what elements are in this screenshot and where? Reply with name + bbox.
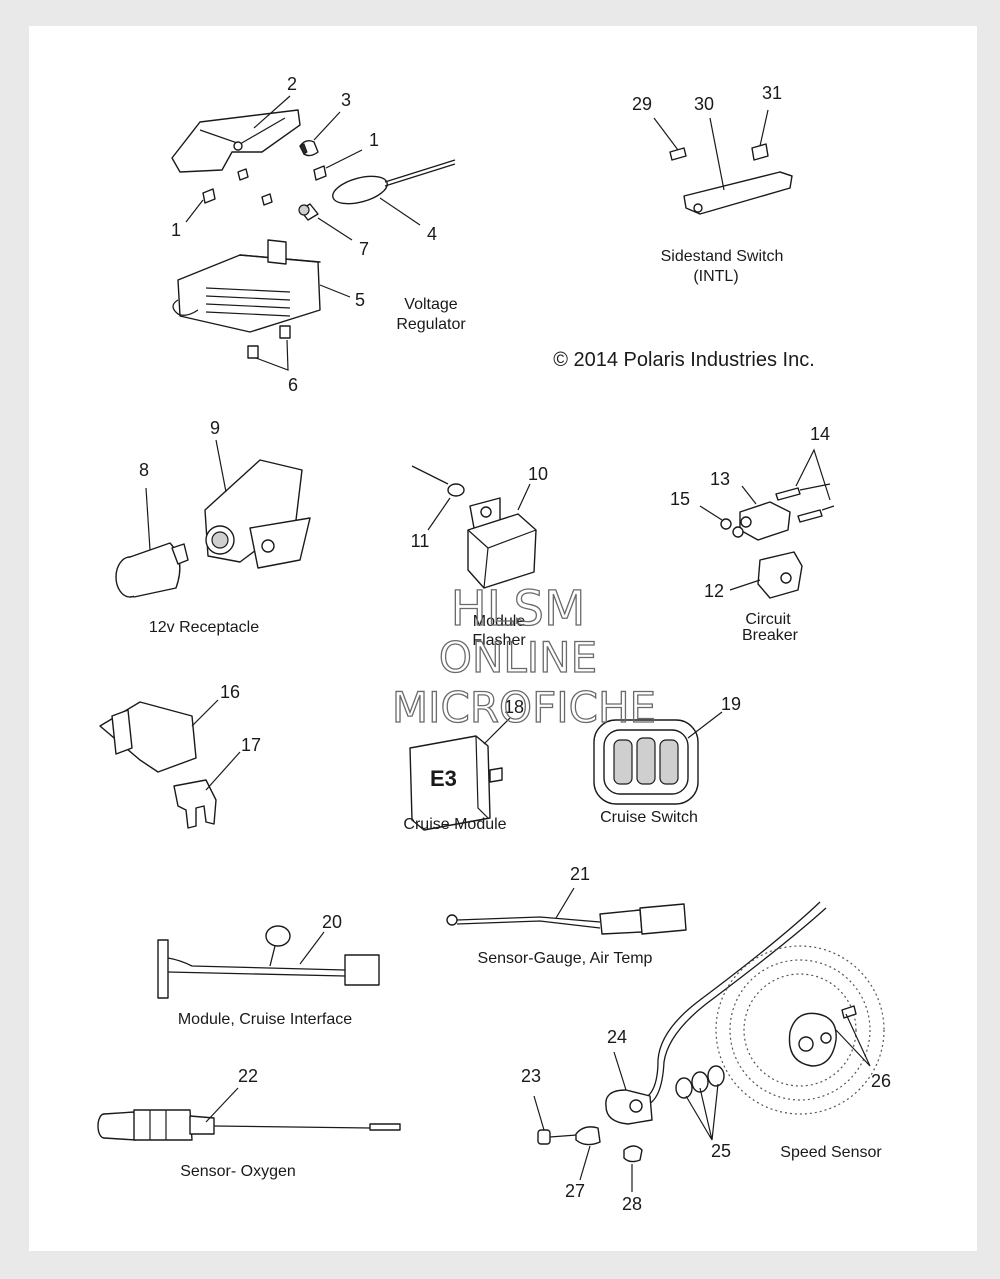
caption-sensor-oxygen: Sensor- Oxygen (180, 1163, 296, 1180)
callout-7: 7 (359, 239, 369, 259)
caption-sidestand-switch-line2: (INTL) (693, 268, 738, 285)
caption-speed-sensor: Speed Sensor (780, 1144, 882, 1161)
callout-28: 28 (622, 1194, 642, 1214)
callout-20: 20 (322, 912, 342, 932)
watermark-line3: MICROFICHE (392, 683, 656, 732)
callout-30: 30 (694, 94, 714, 114)
callout-8: 8 (139, 460, 149, 480)
cruise-module-part-18: E3 (409, 717, 511, 831)
copyright-notice: © 2014 Polaris Industries Inc. (553, 349, 815, 371)
watermark-line2: ONLINE (439, 633, 597, 682)
caption-circuit-breaker-line1: Circuit (745, 611, 791, 628)
caption-module-flasher-line2: Flasher (472, 632, 526, 649)
wire-part-11 (411, 465, 465, 531)
callout-25: 25 (711, 1141, 731, 1161)
callout-5: 5 (355, 290, 365, 310)
callout-21: 21 (570, 864, 590, 884)
cap-part-31 (751, 109, 769, 161)
callout-6: 6 (288, 375, 298, 395)
callout-1-lower: 1 (171, 220, 181, 240)
caption-voltage-regulator-line2: Regulator (396, 316, 466, 333)
sensor-part-24 (605, 1051, 653, 1125)
screw-part-29 (653, 117, 687, 161)
caption-cruise-module: Cruise Module (403, 816, 506, 833)
screw-part-1-lower (185, 188, 216, 223)
oxygen-sensor-part-22 (97, 1087, 401, 1141)
callout-3: 3 (341, 90, 351, 110)
caption-12v-receptacle: 12v Receptacle (149, 619, 259, 636)
bracket-part-2 (171, 95, 301, 173)
receptacle-part-8 (115, 487, 189, 598)
callout-2: 2 (287, 74, 297, 94)
clip-part-27 (575, 1126, 601, 1181)
callout-11: 11 (411, 531, 430, 551)
sensor-gauge-part-21 (446, 887, 687, 935)
callout-23: 23 (521, 1066, 541, 1086)
target-plate-part-26 (788, 1005, 871, 1067)
caption-cruise-interface: Module, Cruise Interface (178, 1011, 352, 1028)
clamp-part-28 (623, 1145, 643, 1192)
receptacle-housing-part-9 (204, 439, 311, 569)
washers-part-25 (675, 1065, 725, 1141)
callout-18: 18 (504, 697, 524, 717)
sidestand-switch-part-30 (683, 117, 793, 215)
callout-19: 19 (721, 694, 741, 714)
clip-part-3 (299, 111, 341, 157)
callout-22: 22 (238, 1066, 258, 1086)
breaker-cover-part-12 (729, 551, 803, 599)
voltage-regulator-part-5 (172, 239, 351, 333)
flasher-part-10 (467, 483, 537, 589)
callout-17: 17 (241, 735, 261, 755)
breaker-part-13 (739, 485, 791, 541)
caption-sensor-gauge: Sensor-Gauge, Air Temp (478, 950, 653, 967)
callout-9: 9 (210, 418, 220, 438)
cable-tie-part-4 (332, 159, 456, 226)
watermark-line1: HLSM (451, 581, 586, 637)
fuse-part-17 (173, 751, 241, 829)
fuse-holder-part-16 (99, 699, 219, 773)
callout-10: 10 (528, 464, 548, 484)
callout-1-upper: 1 (369, 130, 379, 150)
callout-31: 31 (762, 83, 782, 103)
caption-cruise-switch: Cruise Switch (600, 809, 698, 826)
speed-sensor-assembly (639, 901, 885, 1115)
callout-16: 16 (220, 682, 240, 702)
callout-4: 4 (427, 224, 437, 244)
small-screws (237, 168, 273, 206)
caption-voltage-regulator-line1: Voltage (404, 296, 457, 313)
callout-15: 15 (670, 489, 690, 509)
screw-part-1-upper (313, 149, 363, 181)
caption-circuit-breaker-line2: Breaker (742, 627, 799, 644)
push-rivet-part-7 (298, 203, 353, 241)
nuts-part-15 (699, 505, 744, 538)
screws-part-6 (247, 325, 291, 371)
cruise-switch-part-19 (593, 711, 723, 805)
caption-sidestand-switch-line1: Sidestand Switch (661, 248, 784, 265)
bolt-part-23 (533, 1095, 591, 1145)
screws-part-14 (775, 448, 835, 523)
callout-26: 26 (871, 1071, 891, 1091)
caption-module-flasher-line1: Module (473, 613, 526, 630)
callout-29: 29 (632, 94, 652, 114)
callout-27: 27 (565, 1181, 585, 1201)
cruise-module-logo: E3 (430, 766, 457, 791)
callout-14: 14 (810, 424, 830, 444)
callout-13: 13 (710, 469, 730, 489)
callout-24: 24 (607, 1027, 627, 1047)
callout-12: 12 (704, 581, 724, 601)
cruise-interface-part-20 (157, 925, 380, 999)
